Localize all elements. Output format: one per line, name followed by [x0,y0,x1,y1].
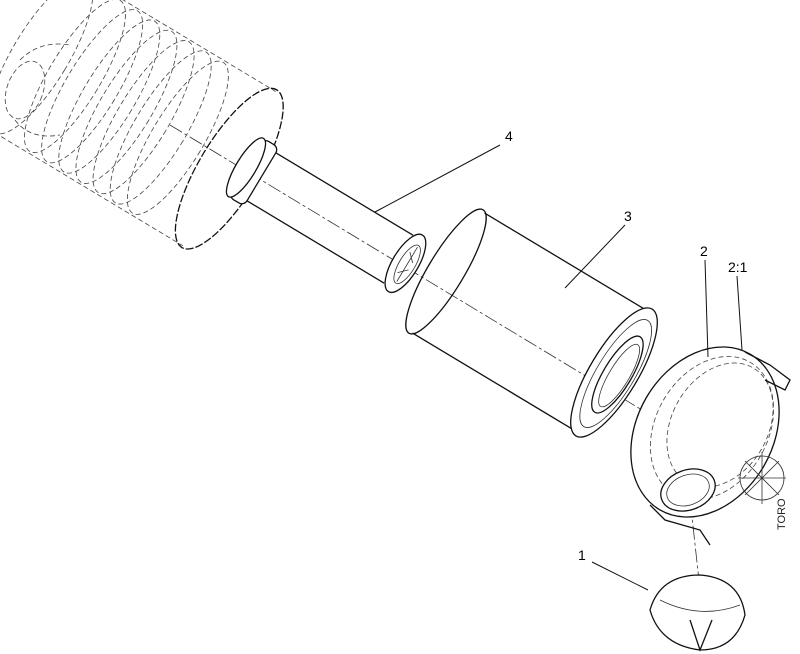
leader-3 [564,224,626,289]
callout-1: 1 [578,547,586,563]
cover-logo: TORO [776,498,788,530]
callout-2: 2 [700,243,708,259]
leader-1 [591,561,649,591]
primary-filter-element [405,208,658,438]
housing-inlet [4,43,71,137]
cover-latch [744,351,791,391]
callout-3: 3 [624,208,632,224]
cover-latch-lower [649,504,711,546]
leader-2-1 [736,275,743,351]
cover-vent-cross [738,452,786,504]
vacuator-valve [649,574,746,652]
callout-2-1: 2:1 [728,259,748,275]
inner-filter-element [225,137,427,294]
air-cleaner-housing [0,0,284,250]
leader-2 [704,259,709,358]
air-cleaner-cover: TORO [630,346,791,546]
callout-4: 4 [505,128,513,144]
leader-4 [374,144,501,213]
